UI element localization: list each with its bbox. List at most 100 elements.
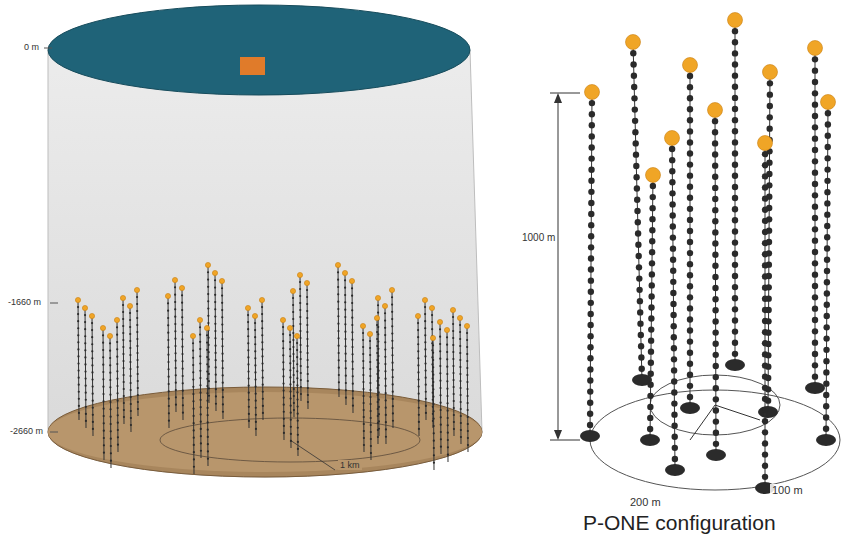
optical-module [306, 338, 308, 340]
buoy [415, 313, 420, 318]
optical-module [812, 226, 818, 232]
optical-module [432, 359, 434, 361]
buoy [389, 287, 394, 292]
string-cable [215, 273, 216, 411]
string-cable [300, 275, 301, 401]
optical-module [425, 405, 427, 407]
sea-surface [48, 5, 470, 95]
optical-module [670, 268, 676, 274]
string-cable [110, 336, 111, 468]
optical-module [649, 216, 655, 222]
optical-module [376, 352, 378, 354]
optical-module [712, 196, 718, 202]
optical-module [247, 321, 249, 323]
optical-module [424, 369, 426, 371]
string-cable [200, 320, 201, 458]
optical-module [762, 184, 768, 190]
optical-module [192, 342, 194, 344]
optical-module [672, 456, 678, 462]
optical-module [732, 28, 738, 34]
optical-module [460, 401, 462, 403]
optical-module [418, 414, 420, 416]
optical-module [824, 189, 830, 195]
optical-module [222, 389, 224, 391]
optical-module [282, 347, 284, 349]
optical-module [648, 337, 654, 343]
optical-module [255, 428, 257, 430]
optical-module [338, 389, 340, 391]
optical-module [687, 250, 693, 256]
optical-module [649, 260, 655, 266]
optical-module [671, 423, 677, 429]
optical-module [671, 323, 677, 329]
optical-module [823, 403, 829, 409]
optical-module [182, 375, 184, 377]
optical-module [129, 368, 131, 370]
optical-module [447, 424, 449, 426]
optical-module [199, 392, 201, 394]
optical-module [193, 429, 195, 431]
optical-module [292, 339, 294, 341]
optical-module [290, 405, 292, 407]
optical-module [193, 422, 195, 424]
buoy [808, 41, 823, 56]
optical-module [207, 307, 209, 309]
optical-module [370, 410, 372, 412]
optical-module [671, 367, 677, 373]
optical-module [193, 466, 195, 468]
optical-module [452, 330, 454, 332]
string-cable [425, 300, 426, 420]
optical-module [261, 306, 263, 308]
optical-module [214, 345, 216, 347]
optical-module [337, 330, 339, 332]
optical-module [824, 223, 830, 229]
optical-module [732, 95, 738, 101]
optical-module [351, 309, 353, 311]
string-cable [103, 328, 104, 460]
optical-module [199, 399, 201, 401]
optical-module [117, 444, 119, 446]
optical-module [206, 378, 208, 380]
optical-module [174, 352, 176, 354]
optical-module [712, 274, 718, 280]
optical-module [825, 133, 831, 139]
optical-module [192, 386, 194, 388]
optical-module [369, 361, 371, 363]
buoy [683, 58, 698, 73]
optical-module [377, 415, 379, 417]
optical-module [282, 333, 284, 335]
optical-module [91, 364, 93, 366]
optical-module [447, 439, 449, 441]
optical-module [289, 369, 291, 371]
optical-module [732, 173, 738, 179]
optical-module [289, 355, 291, 357]
string-cable [297, 336, 298, 456]
optical-module [307, 380, 309, 382]
optical-module [123, 402, 125, 404]
optical-module [631, 95, 637, 101]
optical-module [638, 354, 644, 360]
string-cable [168, 296, 169, 428]
optical-module [77, 327, 79, 329]
optical-module [137, 408, 139, 410]
optical-module [289, 397, 291, 399]
buoy [212, 270, 217, 275]
optical-module [732, 239, 738, 245]
optical-module [110, 452, 112, 454]
optical-module [168, 383, 170, 385]
optical-module [376, 380, 378, 382]
optical-module [669, 146, 675, 152]
optical-module [255, 400, 257, 402]
sea-floor [48, 387, 482, 477]
optical-module [385, 428, 387, 430]
optical-module [671, 345, 677, 351]
optical-module [307, 394, 309, 396]
optical-module [254, 378, 256, 380]
string-cable [392, 290, 393, 428]
optical-module [351, 339, 353, 341]
optical-module [129, 319, 131, 321]
optical-module [824, 178, 830, 184]
optical-module [385, 392, 387, 394]
optical-module [385, 414, 387, 416]
optical-module [812, 373, 818, 379]
